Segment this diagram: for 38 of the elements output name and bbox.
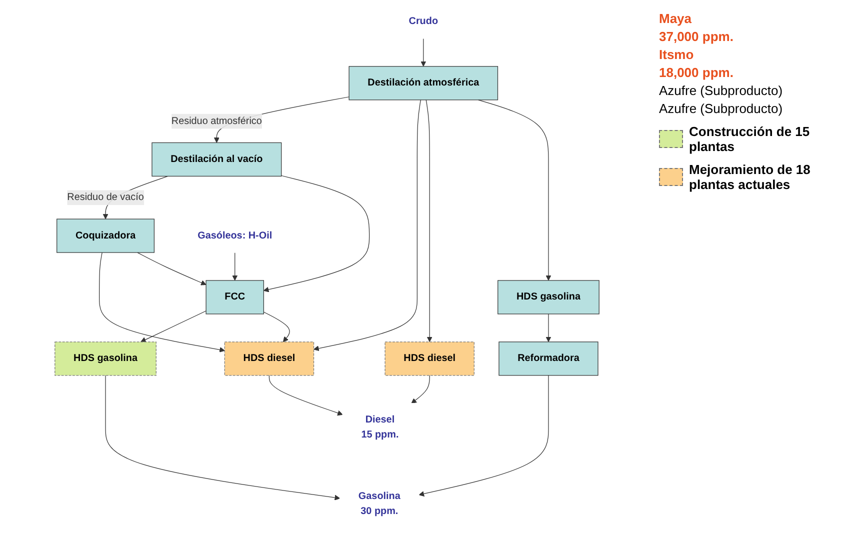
- sulfur-content-label: 18,000 ppm.: [659, 65, 734, 80]
- node-box: Reformadora: [498, 342, 598, 376]
- arrow: [546, 314, 552, 342]
- node-box: HDS gasolina: [498, 280, 600, 314]
- node-box: HDS gasolina: [54, 342, 156, 376]
- node-box: Coquizadora: [56, 218, 154, 253]
- edge-label: Residuo de vacío: [67, 192, 144, 203]
- arrow: [268, 375, 343, 416]
- arrow: [263, 175, 370, 292]
- arrow: [140, 310, 206, 342]
- legend-text: Mejoramiento de 18 plantas actuales: [689, 162, 812, 192]
- arrow: [263, 312, 290, 342]
- arrow: [411, 375, 430, 404]
- sulfur-content-label: Maya: [659, 11, 693, 26]
- arrow: [478, 100, 552, 281]
- arrow: [418, 375, 549, 496]
- sulfur-content-label: Itsmo: [659, 47, 695, 62]
- arrow: [420, 38, 426, 67]
- node-box: HDS diesel: [384, 342, 474, 376]
- byproduct-note: Azufre (Subproducto): [659, 83, 784, 98]
- arrow: [99, 252, 225, 352]
- arrow: [232, 252, 238, 281]
- sulfur-content-label: 37,000 ppm.: [659, 29, 734, 44]
- node-box: Destilación atmosférica: [348, 66, 498, 100]
- node-box: HDS diesel: [224, 342, 314, 376]
- legend-text: Construcción de 15 plantas: [689, 124, 811, 154]
- arrow: [105, 375, 340, 500]
- arrow: [314, 100, 421, 352]
- node-text: Diesel 15 ppm.: [361, 414, 399, 440]
- node-box: FCC: [206, 280, 264, 314]
- node-text: Crudo: [408, 16, 438, 27]
- arrow: [137, 252, 206, 286]
- edge-label: Residuo atmosférico: [171, 116, 262, 126]
- node-box: Destilación al vacío: [152, 142, 282, 177]
- node-text: Gasolina 30 ppm.: [358, 490, 400, 516]
- node-text: Gasóleos: H-Oil: [198, 230, 272, 241]
- byproduct-note: Azufre (Subproducto): [659, 101, 784, 116]
- arrow: [426, 100, 432, 342]
